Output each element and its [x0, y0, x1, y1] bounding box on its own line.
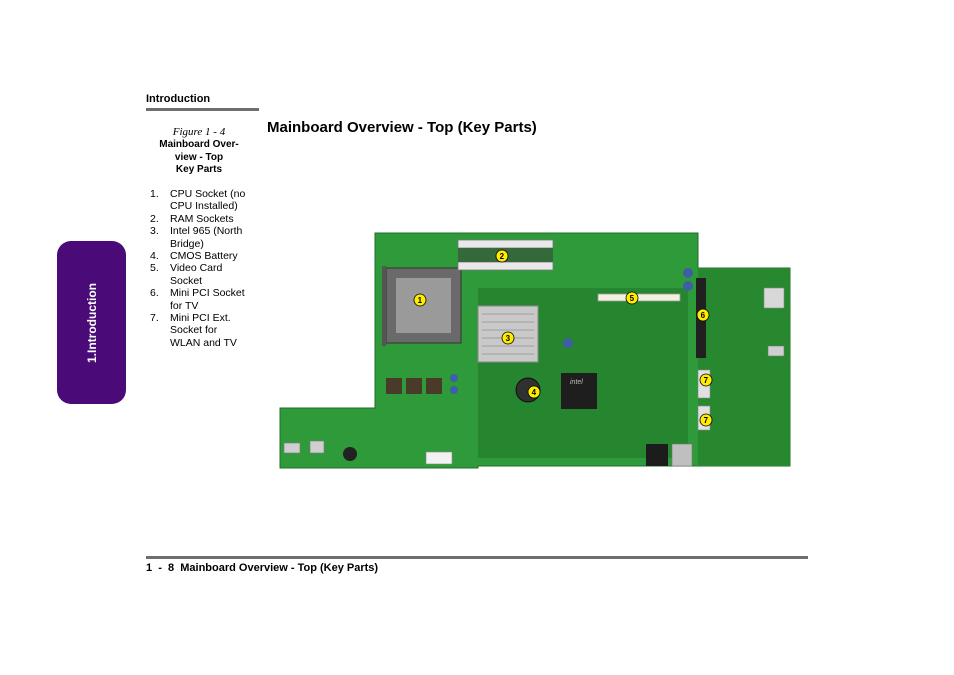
usb-port — [283, 442, 301, 454]
item-line: Mini PCI Socket — [170, 287, 245, 300]
callout-cmos-battery: 4 — [527, 385, 541, 399]
item-number: 1. — [150, 188, 159, 200]
section-label: Introduction — [146, 93, 211, 105]
callout-number: 2 — [500, 252, 505, 261]
item-line: Video Card — [170, 262, 223, 275]
item-line: Socket — [170, 274, 203, 287]
callout-video-card-socket: 5 — [625, 291, 639, 305]
inductor — [386, 378, 402, 394]
cpu-socket-inner — [396, 278, 451, 333]
figure-title-line: view - Top — [174, 151, 224, 163]
modem-port — [671, 443, 693, 467]
callout-number: 6 — [701, 311, 706, 320]
item-text: RAM Sockets — [170, 213, 234, 225]
video-card-socket — [597, 293, 681, 302]
heatsink — [477, 305, 539, 363]
capacitor — [450, 374, 458, 382]
ram-socket — [457, 261, 554, 271]
ethernet-port — [646, 444, 668, 466]
item-text: CMOS Battery — [170, 250, 238, 262]
item-line: Mini PCI Ext. — [170, 312, 231, 325]
capacitor — [683, 268, 693, 278]
chapter-tab-label-wrap: 1.Introduction — [57, 241, 126, 404]
figure-title: Mainboard Over- view - Top Key Parts — [154, 139, 244, 177]
callout-number: 5 — [630, 294, 635, 303]
callout-ram-sockets: 2 — [495, 249, 509, 263]
footer-page-label: 1 - 8 Mainboard Overview - Top (Key Part… — [146, 562, 379, 574]
item-number: 4. — [150, 250, 159, 263]
capacitor — [683, 281, 693, 291]
item-line: CPU Socket (no — [170, 188, 246, 200]
callout-north-bridge: 3 — [501, 331, 515, 345]
item-line: WLAN and TV — [170, 336, 237, 349]
item-number: 7. — [150, 312, 159, 325]
power-connector — [425, 451, 453, 465]
cpu-socket-lever — [382, 266, 386, 346]
item-number: 2. — [150, 212, 159, 225]
inductor — [406, 378, 422, 394]
callout-number: 4 — [532, 388, 537, 397]
list-item: 4. CMOS Battery — [150, 250, 250, 262]
item-number: 3. — [150, 225, 159, 238]
chip-label: intel — [570, 379, 583, 386]
side-usb-port — [767, 345, 785, 357]
item-line: CPU Installed) — [170, 200, 238, 213]
chapter-tab-label: 1.Introduction — [84, 282, 99, 363]
item-line: RAM Sockets — [170, 212, 234, 225]
callout-number: 1 — [418, 296, 423, 305]
item-line: Intel 965 (North — [170, 225, 243, 238]
mainboard-photo: intel 1 2 3 4 5 6 7 — [279, 232, 791, 469]
callout-mini-pci-ext-2: 7 — [699, 413, 713, 427]
ram-socket — [457, 239, 554, 249]
header-rule — [146, 108, 259, 111]
page-title: Mainboard Overview - Top (Key Parts) — [267, 119, 537, 136]
item-line: CMOS Battery — [170, 250, 238, 263]
card-reader — [763, 287, 785, 309]
item-number: 6. — [150, 287, 159, 300]
figure-title-line: Key Parts — [175, 164, 223, 175]
item-line: for TV — [170, 299, 199, 312]
item-line: Socket for — [170, 324, 218, 337]
callout-number: 7 — [704, 416, 709, 425]
inductor — [426, 378, 442, 394]
item-number: 5. — [150, 262, 159, 275]
audio-jack — [343, 447, 357, 461]
figure-number: Figure 1 - 4 — [172, 126, 226, 138]
callout-number: 7 — [704, 376, 709, 385]
capacitor — [563, 338, 573, 348]
chapter-tab[interactable] — [57, 241, 126, 404]
callout-number: 3 — [506, 334, 511, 343]
capacitor — [450, 386, 458, 394]
south-bridge — [561, 373, 597, 409]
list-item: 2. RAM Sockets — [150, 213, 250, 225]
figure-title-line: Mainboard Over- — [159, 139, 239, 150]
callout-cpu-socket: 1 — [413, 293, 427, 307]
callout-mini-pci-ext-1: 7 — [699, 373, 713, 387]
callout-mini-pci-tv: 6 — [696, 308, 710, 322]
footer-rule — [146, 556, 808, 559]
item-line: Bridge) — [170, 237, 204, 250]
usb-port — [309, 440, 325, 454]
